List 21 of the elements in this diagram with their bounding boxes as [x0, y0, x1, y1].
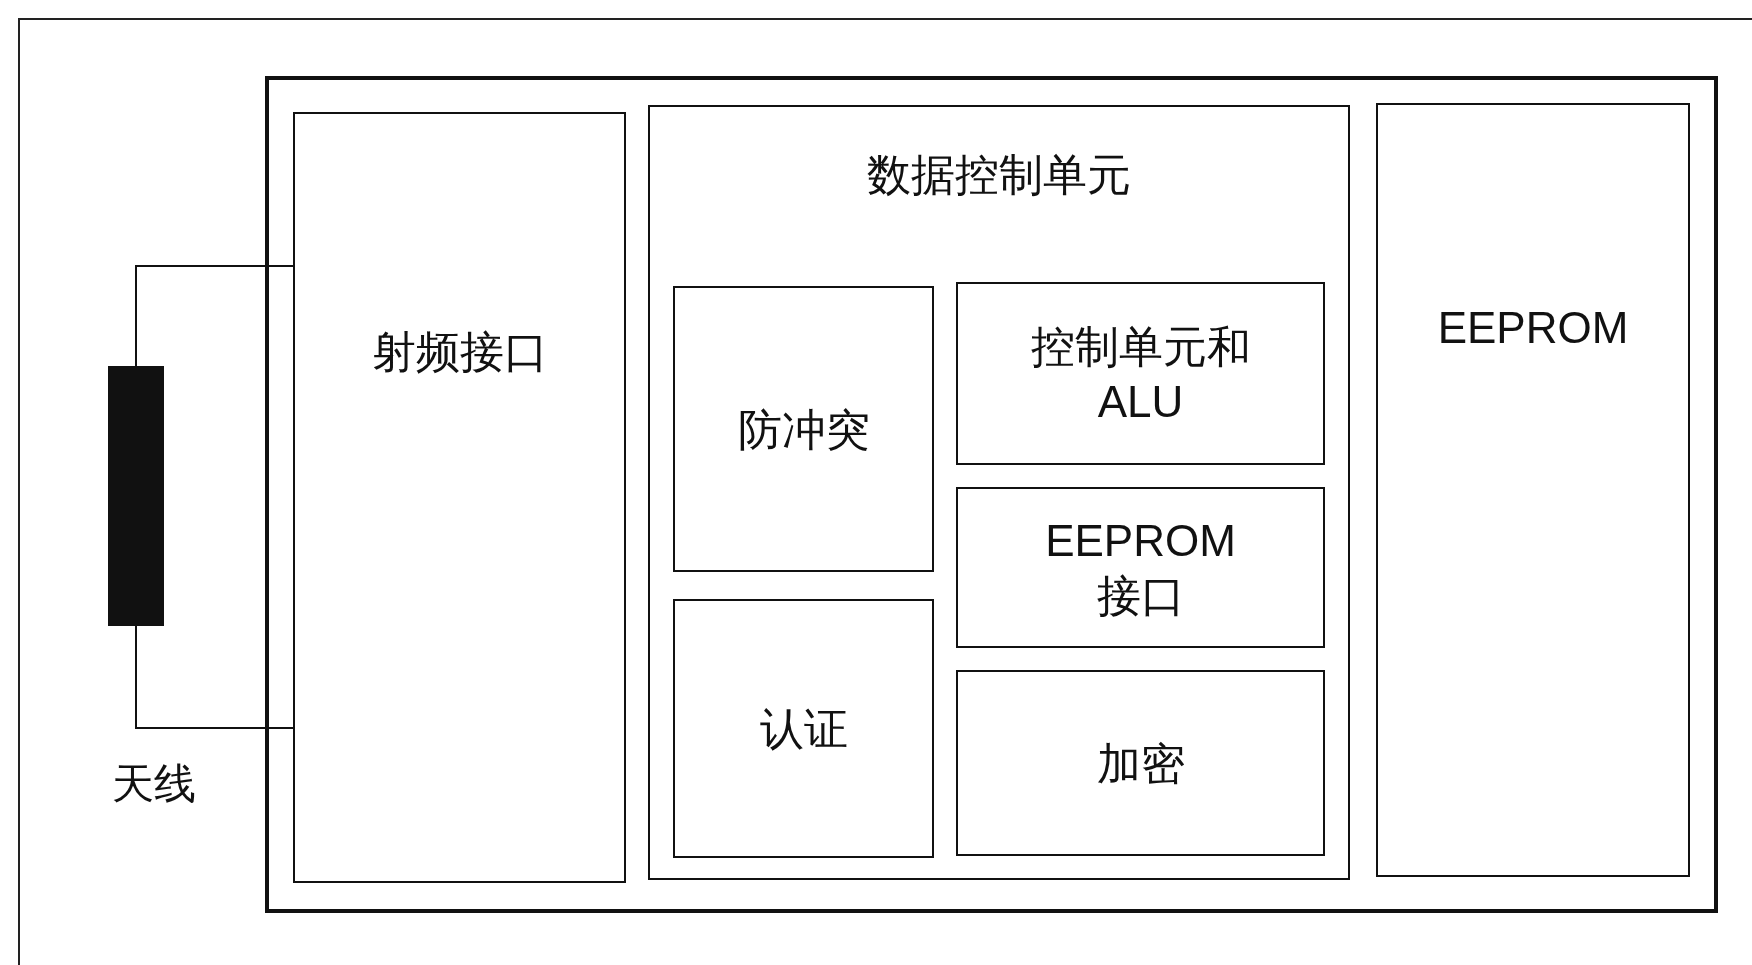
module-box [673, 599, 934, 858]
module-label: EEPROM [1437, 302, 1629, 354]
antenna-bar [108, 366, 164, 626]
module-label: 控制单元和 ALU [1029, 320, 1252, 428]
antenna-label: 天线 [112, 759, 196, 809]
module-label: 射频接口 [371, 326, 548, 378]
chip-box [265, 76, 1718, 913]
module-box [956, 487, 1325, 648]
antenna-wire [135, 265, 294, 367]
module-label: 认证 [759, 703, 848, 755]
module-label: 防冲突 [737, 403, 870, 456]
module-box [956, 282, 1325, 465]
module-box [673, 286, 934, 572]
module-box [293, 112, 626, 883]
antenna-wire [135, 625, 294, 729]
module-box [648, 105, 1350, 880]
module-label: 加密 [1096, 737, 1185, 790]
module-box [1376, 103, 1690, 877]
module-label: EEPROM 接口 [1044, 514, 1237, 622]
module-box [956, 670, 1325, 856]
module-label: 数据控制单元 [867, 149, 1131, 201]
